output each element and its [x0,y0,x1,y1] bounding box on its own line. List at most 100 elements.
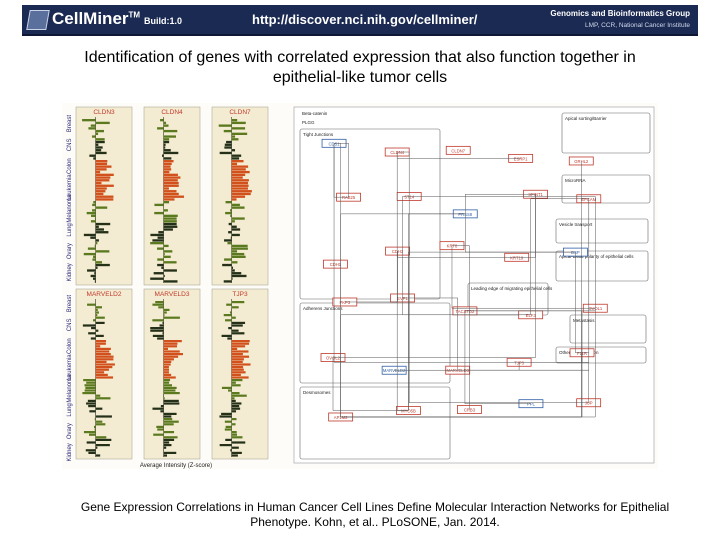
expression-bar [90,337,96,340]
expression-bar [231,392,240,395]
expression-bar [157,258,164,261]
expression-bar [231,198,237,201]
expression-bar [157,428,164,431]
network-edge [464,308,596,312]
expression-bar [225,319,232,322]
expression-bar [163,201,170,204]
expression-bar [227,337,232,340]
expression-bar [163,392,180,395]
expression-bar [231,436,243,439]
expression-bar [231,360,243,363]
expression-bar [163,170,170,174]
expression-bar [163,386,177,389]
expression-bar [163,350,180,353]
tissue-label: CNS [67,319,73,332]
tissue-label: Breast [67,295,73,313]
network-node-label: PRSS8 [458,212,472,217]
expression-bar [92,319,96,322]
expression-bar [231,154,242,157]
network-edge [465,213,576,253]
expression-bar [221,386,232,389]
expression-bar [94,280,96,283]
expression-bar [231,376,249,379]
expression-bar [231,168,246,171]
expression-bar [163,190,177,193]
expression-bar [163,187,169,190]
expression-bar [95,438,112,441]
expression-bar [163,402,180,405]
expression-bar [95,231,109,234]
network-node-label: CLDN7 [451,148,465,153]
expression-bar [95,179,110,182]
expression-bar [95,329,99,332]
build-label: Build:1.0 [144,16,183,26]
expression-bar [95,350,110,353]
expression-bar [224,239,232,242]
expression-bar [223,280,232,283]
expression-bar [231,423,236,426]
expression-bar [95,360,107,363]
expression-bar [231,451,242,454]
expression-bar [95,173,114,176]
expression-bar [95,342,106,345]
network-edge [402,297,458,371]
expression-bar [231,160,244,163]
network-edge [451,245,470,410]
expression-bar [95,165,112,168]
network-node-label: CLDN4 [390,150,404,155]
expression-bar [84,384,96,387]
expression-bar [163,198,175,201]
region-label: Vesicle transport [559,222,593,227]
expression-bar [231,366,244,369]
tissue-label: Ovary [67,423,73,439]
network-node-label: AP1M2 [334,415,348,420]
network-region [569,314,647,344]
expression-bar [89,410,96,413]
network-node-label: ELF3 [526,313,537,318]
upstream-label: Beta-catenin [302,111,328,116]
site-url[interactable]: http://discover.nci.nih.gov/cellminer/ [252,12,478,27]
expression-bar [83,379,96,382]
expression-bar [157,337,164,340]
network-region [561,174,651,204]
expression-bar [150,327,164,330]
tissue-label: Colon [67,338,73,354]
network-node-label: CDS1 [328,141,340,146]
expression-bar [231,301,245,304]
expression-bar [157,236,164,239]
expression-bar [163,168,172,171]
expression-bar [163,220,177,223]
expression-bar [89,154,96,157]
region-label: Desmosomes [303,390,331,395]
expression-bar [95,358,114,361]
expression-bar [163,173,178,176]
slide-title: Identification of genes with correlated … [84,49,636,86]
expression-bar [95,162,108,166]
expression-bar [231,379,243,382]
network-node-label: PKP3 [339,300,350,305]
expression-bar [163,157,172,160]
upstream-label: PLGG [302,120,315,125]
expression-bar [231,233,240,237]
network-node-label: TACSTD2 [456,309,475,314]
expression-bar [231,371,246,374]
expression-bar [85,386,96,389]
expression-bar [163,418,173,421]
expression-bar [231,355,250,358]
expression-bar [95,149,102,152]
expression-bar [163,311,167,314]
expression-bar [231,433,237,436]
expression-bar [161,266,164,269]
expression-bar [87,303,96,306]
expression-bar [163,371,169,374]
expression-bar [163,384,172,387]
expression-bar [158,306,164,309]
expression-bar [231,397,235,400]
network-node-label: ESRP1 [514,156,528,161]
app-name: CellMinerTM [52,9,141,28]
expression-bar [163,431,175,434]
network-node-label: RAB25 [342,195,356,200]
expression-bar [163,454,168,457]
expression-bar [94,425,96,428]
expression-bar [153,272,164,275]
